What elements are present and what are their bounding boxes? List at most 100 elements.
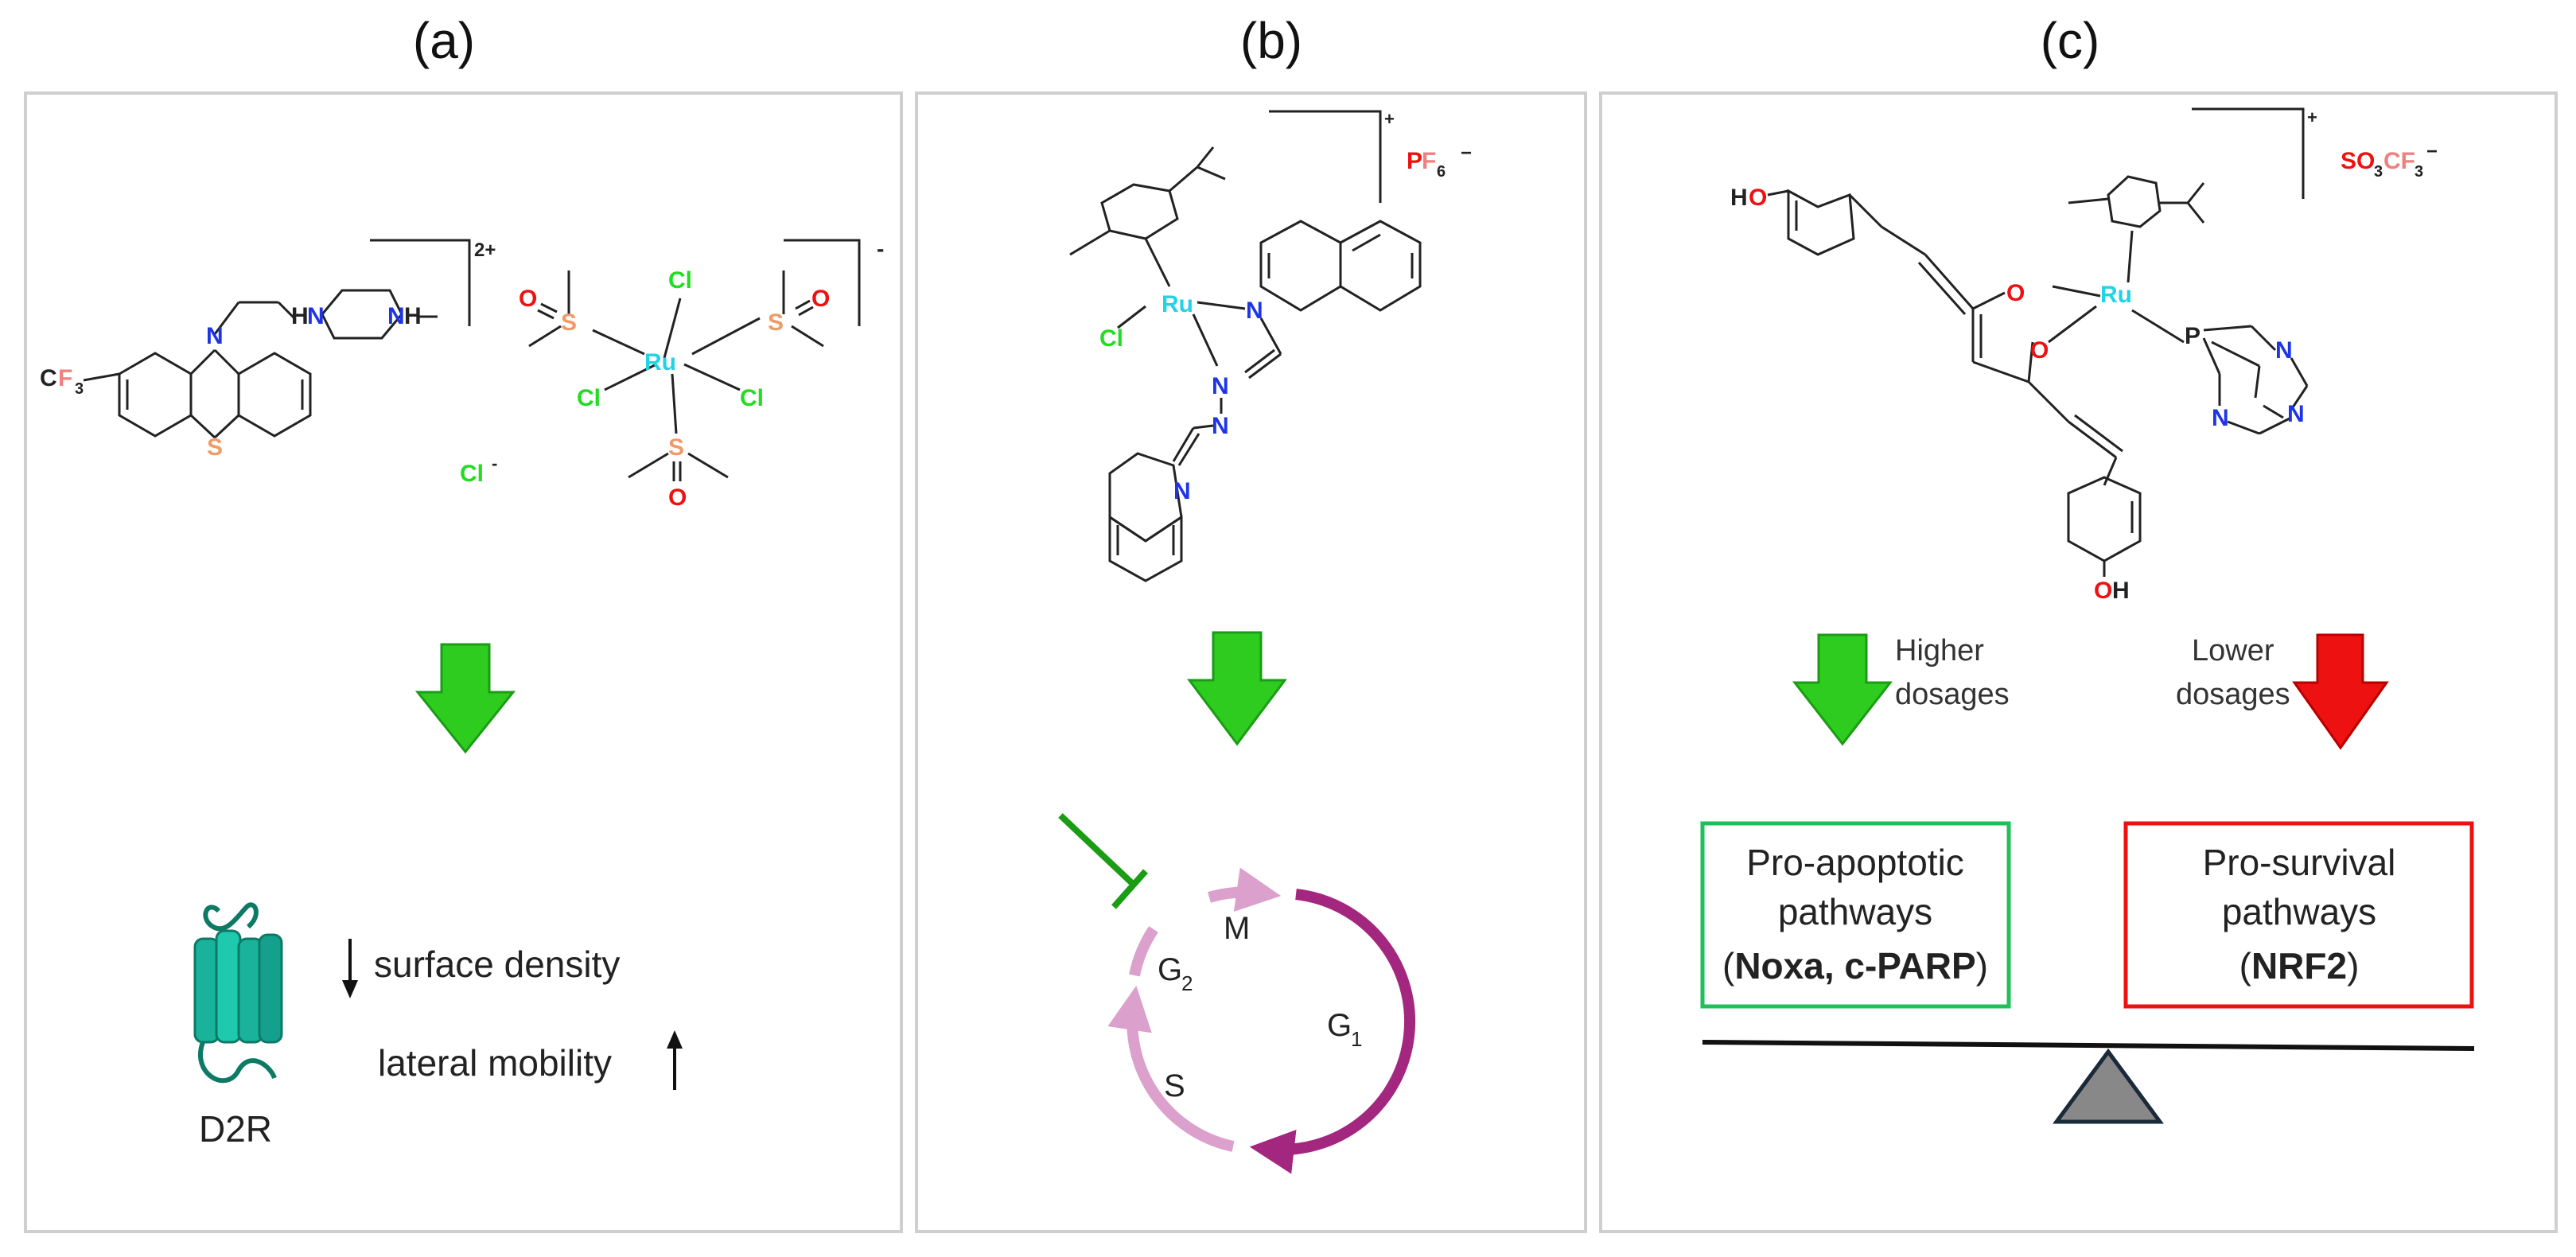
higher-label-2: dosages [1895, 678, 2010, 711]
atom-s-phenothiazine: S [207, 434, 223, 461]
atom-ho-h: H [1730, 185, 1748, 211]
atom-h-piperazine-2: H [404, 303, 422, 329]
atom-n-quinoline-1: N [1246, 298, 1263, 324]
pathway-box-text: Pro-apoptotic pathways (Noxa, c-PARP) Pr… [1722, 842, 2395, 987]
atom-s-dmso-right: S [768, 309, 784, 336]
atom-o-dmso-right: O [811, 286, 830, 312]
panel-a-atom-labels: C F 3 N S H N N H Ru Cl Cl Cl S O S O S … [40, 236, 884, 511]
atom-ru-a: Ru [644, 349, 676, 376]
counterion-3b: 3 [2415, 163, 2423, 181]
down-arrow-lower-dosage [2292, 633, 2389, 750]
atom-n-hydrazone-2: N [1212, 413, 1229, 439]
counterion-3a: 3 [2374, 163, 2383, 181]
panel-b-structure [1069, 110, 1422, 582]
panel-b-atom-labels: + P F 6 − Ru Cl N N N N [1099, 109, 1472, 504]
panel-c-atom-labels: + SO 3 CF 3 − H O O O Ru P N N N O H [1730, 107, 2438, 604]
panel-c-structure [1767, 107, 2309, 577]
pro-apoptotic-paren-open: ( [1722, 945, 1735, 987]
pro-survival-paren-close: ) [2347, 945, 2359, 987]
balance-beam [1702, 1040, 2475, 1051]
balance-fulcrum [2053, 1048, 2164, 1124]
atom-n-quinoline-2: N [1173, 478, 1191, 504]
down-arrow-higher-dosage [1792, 633, 1893, 746]
atom-ru-b: Ru [1162, 291, 1193, 317]
pro-apoptotic-box [1700, 821, 2011, 1009]
down-arrow-a [414, 643, 516, 754]
cycle-g2: G [1158, 952, 1182, 987]
counterion-cf: CF [2383, 148, 2415, 174]
atom-h-piperazine: H [291, 303, 309, 329]
effect-surface-density: surface density [374, 944, 620, 985]
atom-n-pta-3: N [2287, 401, 2305, 427]
higher-label-1: Higher [1895, 634, 1984, 667]
chloride-charge: - [492, 453, 497, 473]
lower-label-2: dosages [2176, 678, 2290, 711]
panel-c-label: (c) [2040, 12, 2100, 69]
cycle-s: S [1164, 1068, 1185, 1103]
atom-cl-top: Cl [668, 267, 692, 294]
atom-cl-right: Cl [740, 385, 764, 411]
svg-text:(Noxa, c-PARP): (Noxa, c-PARP) [1722, 945, 1988, 987]
pro-apoptotic-line-1: Pro-apoptotic [1746, 842, 1964, 883]
atom-s-dmso-bottom: S [668, 434, 684, 461]
charge-b: + [1384, 109, 1395, 129]
panel-a-label: (a) [412, 12, 476, 69]
panel-b-label: (b) [1239, 12, 1303, 69]
panel-c [1599, 91, 2558, 1233]
atom-n-phenothiazine: N [206, 323, 224, 349]
atom-p: P [2185, 323, 2200, 349]
atom-n-pta-1: N [2275, 337, 2293, 364]
pro-survival-marker: NRF2 [2251, 945, 2347, 987]
atom-o-2: O [2030, 337, 2049, 364]
panel-a [24, 91, 903, 1233]
atom-n-pta-2: N [2212, 405, 2229, 431]
atom-cf3-sub: 3 [75, 380, 84, 398]
counterion-6: 6 [1437, 163, 1446, 181]
cycle-arc-m [1208, 867, 1282, 912]
cycle-g1: G [1327, 1008, 1352, 1043]
atom-n-piperazine-2: N [387, 303, 405, 329]
atom-cl-b: Cl [1099, 325, 1123, 352]
counterion-so: SO [2341, 148, 2375, 174]
complex-charge-a: 2+ [474, 239, 496, 261]
atom-ho-o: O [1749, 185, 1767, 211]
cycle-arc-s [1107, 985, 1235, 1152]
lower-label-1: Lower [2192, 634, 2274, 667]
atom-s-dmso-left: S [561, 309, 577, 336]
atom-o-1: O [2006, 280, 2025, 306]
pro-survival-line-2: pathways [2222, 891, 2376, 932]
pro-apoptotic-line-2: pathways [1778, 891, 1932, 932]
atom-o-dmso-left: O [519, 286, 537, 312]
inhibition-bar [1111, 869, 1148, 909]
atom-oh-h: H [2112, 578, 2130, 604]
counterion-charge-b: − [1461, 142, 1472, 164]
atom-cl-left: Cl [577, 385, 601, 411]
effect-arrows [342, 939, 683, 1090]
dosage-labels: Higher dosages Lower dosages [1895, 634, 2290, 711]
down-arrow-b [1187, 631, 1287, 746]
anion-charge-a: - [877, 236, 884, 261]
receptor-label: D2R [199, 1108, 272, 1150]
cell-cycle-diagram [1058, 813, 1415, 1174]
inhibition-line [1058, 813, 1136, 887]
svg-text:(NRF2): (NRF2) [2239, 945, 2360, 987]
atom-n-hydrazone-1: N [1212, 373, 1229, 399]
charge-c: + [2307, 107, 2317, 127]
cycle-m: M [1224, 911, 1250, 946]
atom-n-piperazine-1: N [307, 303, 325, 329]
cycle-labels: M G 2 G 1 S [1158, 911, 1362, 1103]
pro-survival-box [2123, 821, 2474, 1009]
cycle-g1-sub: 1 [1351, 1027, 1362, 1051]
counterion-p: P [1407, 148, 1422, 174]
atom-ru-c: Ru [2100, 282, 2132, 308]
pro-survival-line-1: Pro-survival [2203, 842, 2396, 883]
atom-cf3-f: F [58, 365, 72, 391]
atom-oh-o: O [2094, 578, 2112, 604]
cycle-arc-g2 [1129, 926, 1158, 977]
counterion-f: F [1422, 148, 1436, 174]
chloride-counterion: Cl [460, 461, 484, 487]
cycle-arc-g1 [1249, 889, 1415, 1174]
gpcr-receptor-icon [193, 902, 283, 1084]
cycle-g2-sub: 2 [1181, 971, 1193, 995]
